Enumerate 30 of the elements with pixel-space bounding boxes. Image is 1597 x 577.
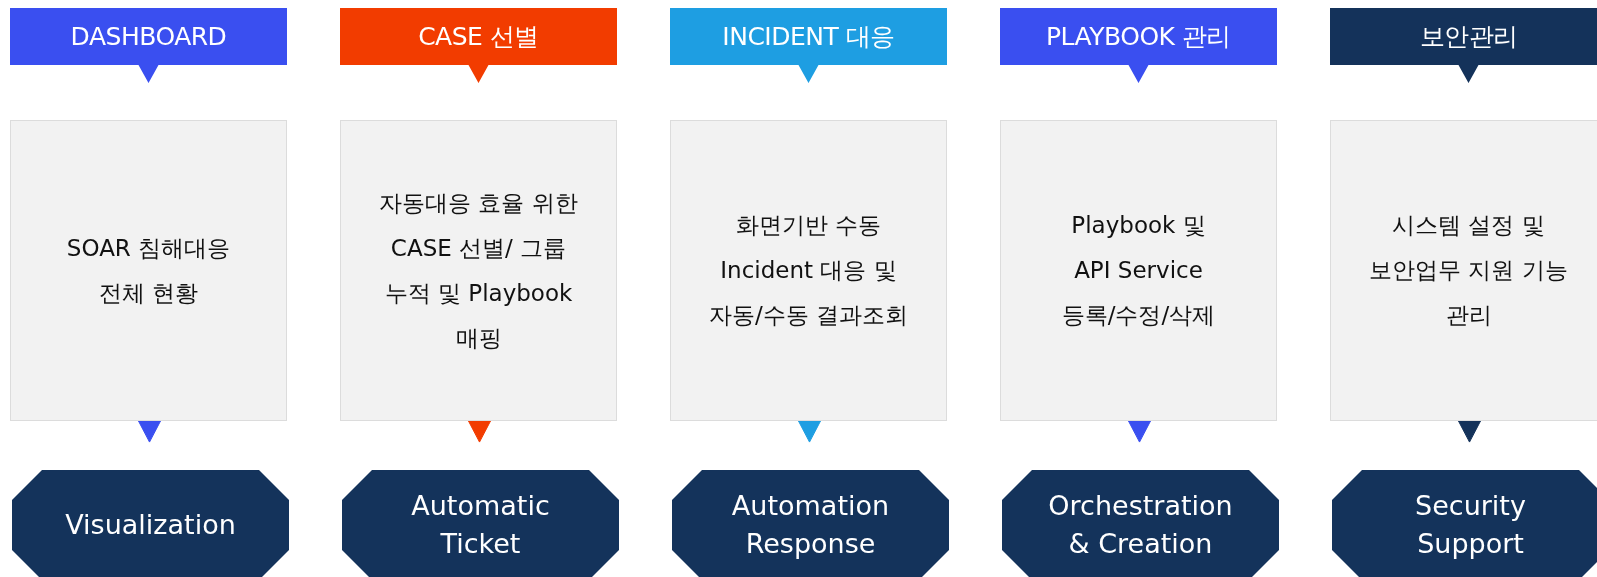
arrow-head: [468, 420, 491, 443]
panel-text: 화면기반 수동 Incident 대응 및 자동/수동 결과조회: [707, 211, 910, 330]
text-panel: [10, 120, 287, 421]
octagon-badge: [342, 470, 619, 577]
badge-label: Automatic Ticket: [410, 489, 551, 561]
octagon-badge: [1002, 470, 1279, 577]
panel-text: 시스템 설정 및 보안업무 지원 기능 관리: [1368, 211, 1569, 330]
badge-label: Automation Response: [730, 489, 891, 561]
header-title: PLAYBOOK 관리: [1045, 21, 1232, 53]
header-title: INCIDENT 대응: [721, 21, 896, 53]
octagon-badge: [12, 470, 289, 577]
arrow-head: [1128, 420, 1151, 443]
header-title: DASHBOARD: [69, 21, 228, 53]
badge-label: Visualization: [64, 508, 237, 542]
badge-label: Security Support: [1414, 489, 1527, 561]
octagon-badge: [1332, 470, 1597, 577]
text-panel: [340, 120, 617, 421]
arrow-head: [138, 420, 161, 443]
text-panel: [670, 120, 947, 421]
panel-text: 자동대응 효율 위한 CASE 선별/ 그룹 누적 및 Playbook 매핑: [378, 188, 579, 353]
text-panel: [1000, 120, 1277, 421]
arrow-head: [1458, 420, 1481, 443]
panel-text: Playbook 및 API Service 등록/수정/삭제: [1060, 211, 1217, 330]
panel-text: SOAR 침해대응 전체 현황: [65, 233, 232, 308]
header-title: 보안관리: [1418, 21, 1519, 53]
text-panel: [1330, 120, 1597, 421]
arrow-head: [798, 420, 821, 443]
header-title: CASE 선별: [417, 21, 540, 53]
octagon-badge: [672, 470, 949, 577]
badge-label: Orchestration & Creation: [1047, 489, 1234, 561]
